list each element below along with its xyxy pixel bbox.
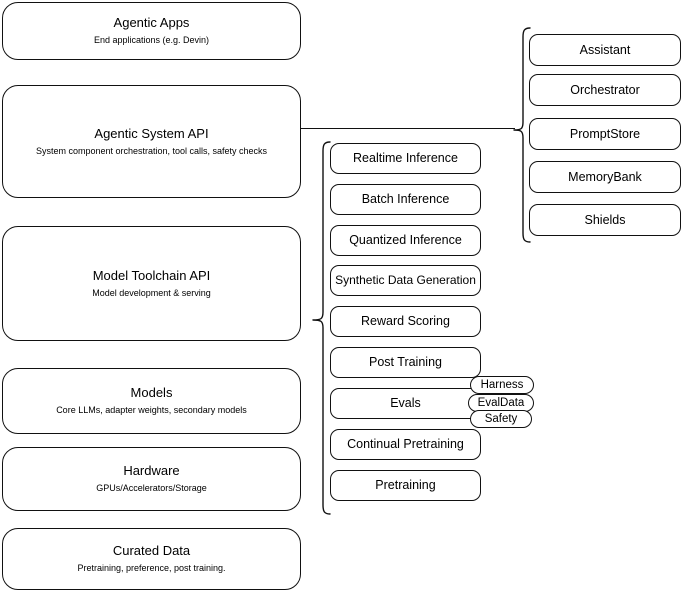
component-label: Batch Inference (361, 192, 450, 206)
layer-agentic-system-api[interactable]: Agentic System API System component orch… (2, 85, 301, 198)
layer-title: Agentic Apps (113, 15, 190, 30)
component-continual-pretraining[interactable]: Continual Pretraining (330, 429, 481, 460)
layer-subtitle: Model development & serving (92, 287, 211, 298)
subcomponent-label: Harness (480, 378, 524, 391)
layer-hardware[interactable]: Hardware GPUs/Accelerators/Storage (2, 447, 301, 511)
layer-subtitle: End applications (e.g. Devin) (93, 35, 210, 45)
component-label: MemoryBank (568, 169, 642, 184)
layer-title: Agentic System API (94, 125, 209, 141)
layer-title: Models (130, 385, 173, 400)
subcomponent-evaldata[interactable]: EvalData (468, 394, 534, 412)
component-shields[interactable]: Shields (529, 204, 681, 236)
component-promptstore[interactable]: PromptStore (529, 118, 681, 150)
subcomponent-label: EvalData (477, 396, 525, 409)
layer-models[interactable]: Models Core LLMs, adapter weights, secon… (2, 368, 301, 434)
component-label: Reward Scoring (361, 314, 450, 328)
component-quantized-inference[interactable]: Quantized Inference (330, 225, 481, 256)
component-evals[interactable]: Evals (330, 388, 481, 419)
layer-subtitle: Core LLMs, adapter weights, secondary mo… (56, 405, 247, 415)
component-synthetic-data-generation[interactable]: Synthetic Data Generation (330, 265, 481, 296)
component-pretraining[interactable]: Pretraining (330, 470, 481, 501)
layer-subtitle: GPUs/Accelerators/Storage (96, 483, 207, 493)
layer-title: Hardware (123, 463, 180, 478)
layer-agentic-apps[interactable]: Agentic Apps End applications (e.g. Devi… (2, 2, 301, 60)
subcomponent-harness[interactable]: Harness (470, 376, 534, 394)
component-label: Evals (390, 396, 421, 410)
component-label: Continual Pretraining (347, 437, 464, 451)
component-post-training[interactable]: Post Training (330, 347, 481, 378)
subcomponent-safety[interactable]: Safety (470, 410, 532, 428)
component-realtime-inference[interactable]: Realtime Inference (330, 143, 481, 174)
component-label: Realtime Inference (353, 151, 458, 165)
layer-title: Model Toolchain API (92, 267, 211, 283)
connector-line-system-api (301, 128, 515, 130)
component-reward-scoring[interactable]: Reward Scoring (330, 306, 481, 337)
layer-subtitle: System component orchestration, tool cal… (35, 145, 268, 156)
component-orchestrator[interactable]: Orchestrator (529, 74, 681, 106)
component-label: Synthetic Data Generation (335, 273, 476, 287)
layer-model-toolchain-api[interactable]: Model Toolchain API Model development & … (2, 226, 301, 341)
component-label: Assistant (579, 42, 631, 57)
component-label: Post Training (369, 355, 442, 369)
layer-curated-data[interactable]: Curated Data Pretraining, preference, po… (2, 528, 301, 590)
brace-toolchain-components (310, 140, 332, 518)
component-label: Shields (584, 212, 626, 227)
component-label: Pretraining (375, 478, 436, 492)
component-assistant[interactable]: Assistant (529, 34, 681, 66)
component-memorybank[interactable]: MemoryBank (529, 161, 681, 193)
component-label: Orchestrator (570, 82, 640, 97)
layer-title: Curated Data (112, 543, 191, 558)
component-label: PromptStore (569, 126, 641, 141)
component-batch-inference[interactable]: Batch Inference (330, 184, 481, 215)
component-label: Quantized Inference (349, 233, 462, 247)
subcomponent-label: Safety (484, 412, 518, 425)
layer-subtitle: Pretraining, preference, post training. (77, 563, 226, 573)
